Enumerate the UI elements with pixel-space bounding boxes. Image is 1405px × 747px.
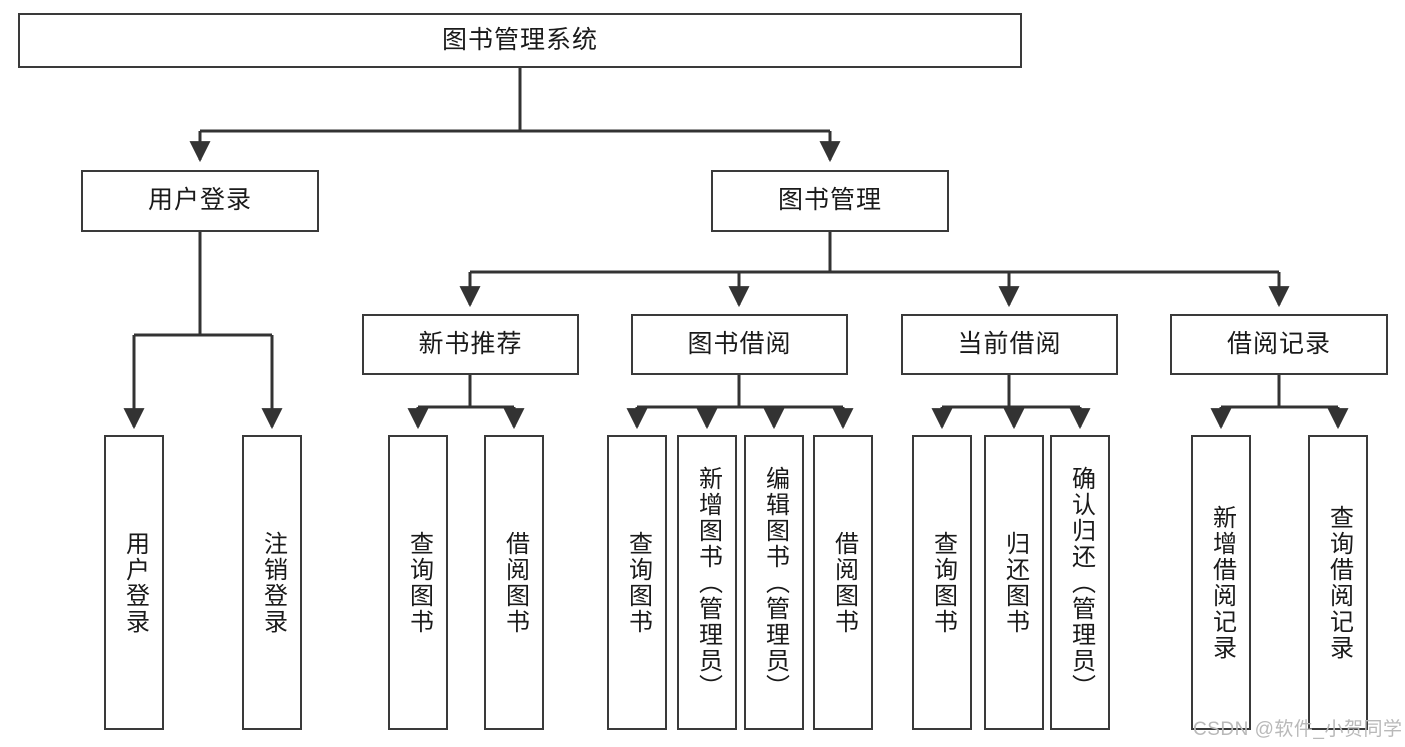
leaf-add-book[interactable]: 新增图书（管理员） — [677, 435, 737, 730]
leaf-add-record[interactable]: 新增借阅记录 — [1191, 435, 1251, 730]
node-user-login[interactable]: 用户登录 — [81, 170, 319, 232]
leaf-edit-book-label: 编辑图书（管理员） — [761, 465, 789, 700]
node-new-book-recommend[interactable]: 新书推荐 — [362, 314, 579, 375]
leaf-logout-login-label: 注销登录 — [259, 530, 287, 635]
leaf-query-book-3[interactable]: 查询图书 — [912, 435, 972, 730]
leaf-query-record[interactable]: 查询借阅记录 — [1308, 435, 1368, 730]
leaf-confirm-return-label: 确认归还（管理员） — [1067, 465, 1095, 700]
leaf-confirm-return[interactable]: 确认归还（管理员） — [1050, 435, 1110, 730]
node-new-book-recommend-label: 新书推荐 — [418, 329, 523, 358]
leaf-return-book-label: 归还图书 — [1001, 530, 1029, 635]
leaf-borrow-book-2-label: 借阅图书 — [830, 530, 858, 635]
node-root-label: 图书管理系统 — [441, 25, 598, 54]
node-book-borrow-label: 图书借阅 — [687, 329, 792, 358]
leaf-edit-book[interactable]: 编辑图书（管理员） — [744, 435, 804, 730]
leaf-query-book-1-label: 查询图书 — [405, 530, 433, 635]
node-book-manage-label: 图书管理 — [777, 186, 882, 215]
leaf-user-login[interactable]: 用户登录 — [104, 435, 164, 730]
csdn-watermark: CSDN @软件_小贺同学 — [1193, 719, 1403, 740]
leaf-user-login-label: 用户登录 — [121, 530, 149, 635]
leaf-borrow-book-1-label: 借阅图书 — [501, 530, 529, 635]
node-current-borrow-label: 当前借阅 — [957, 329, 1062, 358]
leaf-add-book-label: 新增图书（管理员） — [694, 465, 722, 700]
leaf-borrow-book-1[interactable]: 借阅图书 — [484, 435, 544, 730]
leaf-add-record-label: 新增借阅记录 — [1208, 504, 1236, 661]
leaf-query-book-2-label: 查询图书 — [624, 530, 652, 635]
node-book-manage[interactable]: 图书管理 — [711, 170, 949, 232]
leaf-logout-login[interactable]: 注销登录 — [242, 435, 302, 730]
node-current-borrow[interactable]: 当前借阅 — [901, 314, 1118, 375]
node-borrow-record-label: 借阅记录 — [1226, 329, 1331, 358]
leaf-query-record-label: 查询借阅记录 — [1325, 504, 1353, 661]
node-borrow-record[interactable]: 借阅记录 — [1170, 314, 1388, 375]
node-book-borrow[interactable]: 图书借阅 — [631, 314, 848, 375]
node-user-login-label: 用户登录 — [147, 186, 252, 215]
node-root[interactable]: 图书管理系统 — [18, 13, 1022, 68]
leaf-borrow-book-2[interactable]: 借阅图书 — [813, 435, 873, 730]
leaf-return-book[interactable]: 归还图书 — [984, 435, 1044, 730]
leaf-query-book-2[interactable]: 查询图书 — [607, 435, 667, 730]
leaf-query-book-1[interactable]: 查询图书 — [388, 435, 448, 730]
leaf-query-book-3-label: 查询图书 — [929, 530, 957, 635]
